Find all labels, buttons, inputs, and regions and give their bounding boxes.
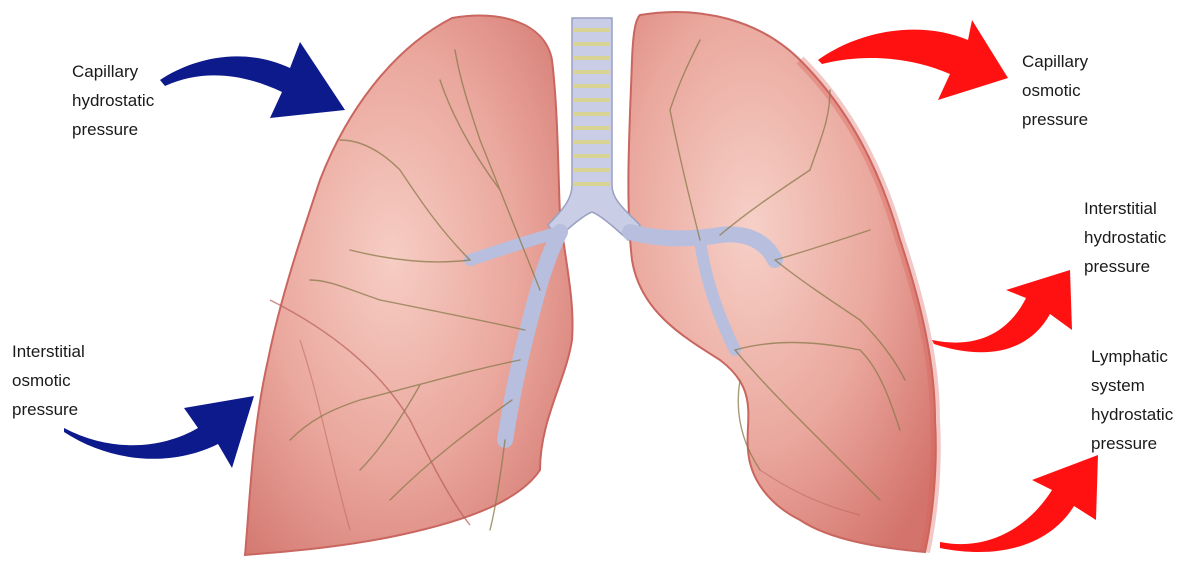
interstitial-hydrostatic-pressure-label: Interstitial hydrostatic pressure	[1084, 194, 1166, 281]
label-line: Capillary	[1022, 47, 1088, 76]
trachea	[548, 18, 640, 240]
label-line: system	[1091, 371, 1173, 400]
curved-arrow-icon	[940, 455, 1098, 552]
capillary-hydrostatic-pressure-label: Capillary hydrostatic pressure	[72, 57, 154, 144]
label-line: pressure	[1022, 105, 1088, 134]
label-line: pressure	[72, 115, 154, 144]
right-lung	[628, 12, 935, 552]
curved-arrow-icon	[932, 270, 1072, 352]
lymphatic-system-hydrostatic-pressure-label: Lymphatic system hydrostatic pressure	[1091, 342, 1173, 458]
label-line: pressure	[1091, 429, 1173, 458]
label-line: Lymphatic	[1091, 342, 1173, 371]
label-line: pressure	[1084, 252, 1166, 281]
label-line: hydrostatic	[1091, 400, 1173, 429]
capillary-osmotic-pressure-label: Capillary osmotic pressure	[1022, 47, 1088, 134]
interstitial-osmotic-pressure-label: Interstitial osmotic pressure	[12, 337, 85, 424]
label-line: Interstitial	[1084, 194, 1166, 223]
label-line: hydrostatic	[1084, 223, 1166, 252]
label-line: osmotic	[12, 366, 85, 395]
label-line: pressure	[12, 395, 85, 424]
curved-arrow-icon	[64, 396, 254, 468]
curved-arrow-icon	[160, 42, 345, 118]
label-line: Capillary	[72, 57, 154, 86]
label-line: Interstitial	[12, 337, 85, 366]
label-line: osmotic	[1022, 76, 1088, 105]
curved-arrow-icon	[818, 20, 1008, 100]
label-line: hydrostatic	[72, 86, 154, 115]
